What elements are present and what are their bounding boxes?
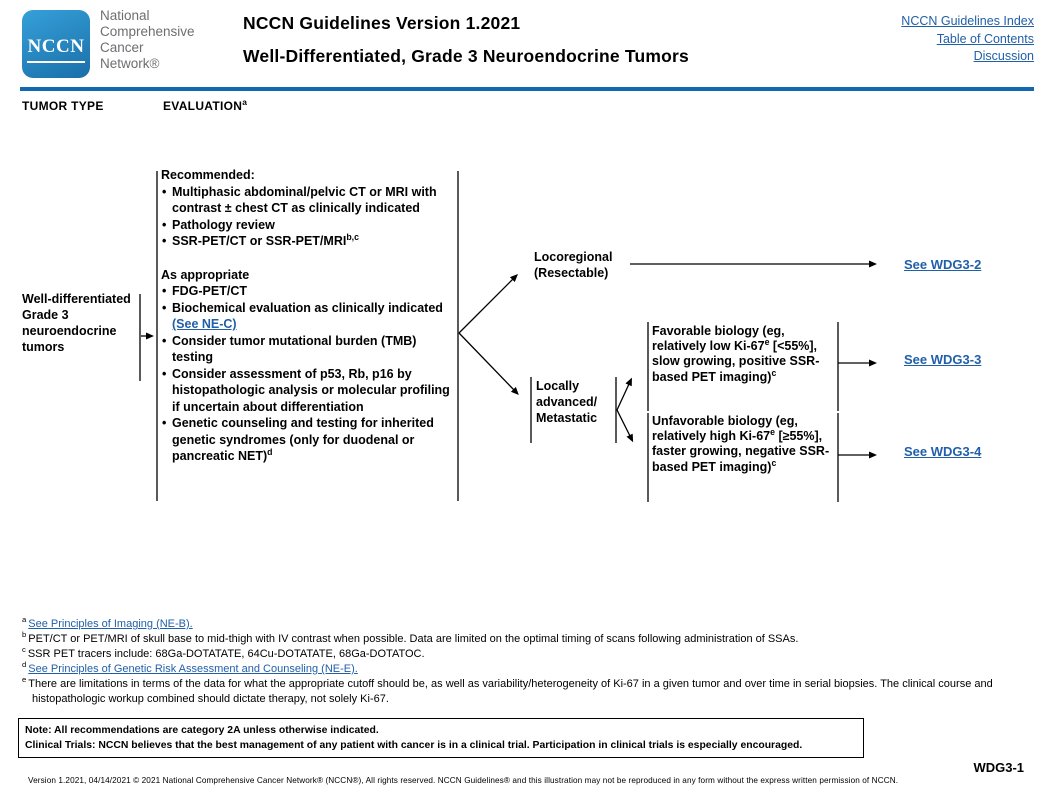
footnote-a-link[interactable]: See Principles of Imaging (NE-B).: [28, 618, 193, 630]
guidelines-version-title: NCCN Guidelines Version 1.2021: [243, 13, 521, 33]
footnote-marker: e: [22, 675, 27, 685]
nccn-logo-icon: NCCN: [22, 10, 90, 78]
footnote-b-text: PET/CT or PET/MRI of skull base to mid-t…: [28, 633, 799, 645]
org-name-line: Network®: [100, 56, 160, 71]
recommended-item: Pathology review: [161, 217, 455, 234]
favorable-text: [<55%], slow growing, positive SSR-based…: [652, 339, 820, 384]
as-appropriate-item: Biochemical evaluation as clinically ind…: [161, 300, 455, 333]
unfavorable-biology-node: Unfavorable biology (eg, relatively high…: [652, 414, 836, 475]
locoregional-line1: Locoregional: [534, 250, 613, 264]
evaluation-node: Recommended: Multiphasic abdominal/pelvi…: [161, 167, 455, 465]
spacer: [161, 250, 455, 267]
footnote-c-text: SSR PET tracers include: 68Ga-DOTATATE, …: [27, 648, 425, 660]
nav-link-discussion[interactable]: Discussion: [973, 49, 1034, 63]
copyright-text: Version 1.2021, 04/14/2021 © 2021 Nation…: [28, 776, 899, 785]
arrow-to-locoregional: [458, 274, 518, 334]
note-box: Note: All recommendations are category 2…: [18, 718, 864, 758]
org-name-line: Comprehensive: [100, 24, 195, 39]
see-ne-c-link[interactable]: (See NE-C): [172, 317, 237, 331]
note-line: Note: All recommendations are category 2…: [25, 725, 379, 736]
as-appropriate-item-text: Genetic counseling and testing for inher…: [172, 416, 434, 463]
footnote-marker: b: [22, 630, 27, 640]
recommended-item: Multiphasic abdominal/pelvic CT or MRI w…: [161, 184, 455, 217]
favorable-biology-node: Favorable biology (eg, relatively low Ki…: [652, 324, 836, 385]
as-appropriate-item: FDG-PET/CT: [161, 283, 455, 300]
footnote-marker: a: [22, 615, 27, 625]
nccn-logo-text: NCCN: [26, 36, 86, 63]
nav-link-table-of-contents[interactable]: Table of Contents: [936, 31, 1034, 46]
as-appropriate-item: Consider tumor mutational burden (TMB) t…: [161, 333, 455, 366]
column-header-evaluation-label: EVALUATION: [163, 99, 243, 113]
footnote-marker-e: e: [770, 427, 775, 438]
org-name-line: National: [100, 8, 150, 23]
footnote-marker-bc: b,c: [346, 231, 359, 242]
footnote-marker-d: d: [267, 446, 273, 457]
column-header-evaluation: EVALUATIONa: [163, 97, 248, 113]
recommended-item: SSR-PET/CT or SSR-PET/MRIb,c: [161, 231, 455, 250]
recommended-item-text: Pathology review: [172, 217, 275, 232]
arrow-to-favorable: [616, 377, 632, 411]
footnote-marker-e: e: [764, 337, 770, 348]
favorable-text: Favorable biology (eg, relatively low Ki…: [652, 324, 785, 354]
tumor-type-node: Well-differentiated Grade 3 neuroendocri…: [22, 292, 131, 354]
arrow-to-advanced: [458, 332, 519, 396]
recommended-item-text: Multiphasic abdominal/pelvic CT or MRI w…: [172, 184, 437, 216]
header-divider: [20, 87, 1034, 91]
recommended-heading: Recommended:: [161, 168, 255, 182]
unfavorable-text: [≥55%], faster growing, negative SSR-bas…: [652, 429, 830, 474]
unfavorable-text: Unfavorable biology (eg, relatively high…: [652, 414, 798, 444]
footnote-marker: d: [22, 660, 27, 670]
page-title: NCCN Guidelines Version 1.2021 Well-Diff…: [243, 13, 689, 67]
footnote-d-link[interactable]: See Principles of Genetic Risk Assessmen…: [28, 663, 358, 675]
as-appropriate-item-text: Biochemical evaluation as clinically ind…: [172, 300, 443, 315]
as-appropriate-item-text: Consider assessment of p53, Rb, p16 by h…: [172, 366, 450, 414]
guidelines-subject-title: Well-Differentiated, Grade 3 Neuroendocr…: [243, 46, 689, 66]
org-name-line: Cancer: [100, 40, 144, 55]
as-appropriate-item: Consider assessment of p53, Rb, p16 by h…: [161, 366, 455, 416]
footnote-e-text: There are limitations in terms of the da…: [28, 678, 993, 705]
footnote-marker-c: c: [771, 367, 777, 378]
clinical-trials-line: Clinical Trials: NCCN believes that the …: [25, 740, 803, 751]
see-wdg3-4-link[interactable]: See WDG3-4: [904, 444, 982, 459]
nav-link-guidelines-index[interactable]: NCCN Guidelines Index: [901, 14, 1034, 28]
page-code: WDG3-1: [973, 760, 1024, 775]
recommended-item-text: SSR-PET/CT or SSR-PET/MRI: [172, 234, 347, 248]
footnote-marker-a: a: [242, 97, 248, 107]
see-wdg3-3-link[interactable]: See WDG3-3: [904, 352, 982, 367]
locally-advanced-metastatic-node: Locally advanced/ Metastatic: [536, 379, 598, 425]
as-appropriate-heading: As appropriate: [161, 267, 250, 282]
arrow-to-unfavorable: [616, 409, 634, 443]
locoregional-line2: (Resectable): [534, 265, 609, 280]
as-appropriate-item-text: Consider tumor mutational burden (TMB) t…: [172, 333, 417, 365]
as-appropriate-item-text: FDG-PET/CT: [172, 284, 247, 298]
column-header-tumor-type: TUMOR TYPE: [22, 99, 104, 113]
locoregional-node: Locoregional (Resectable): [534, 250, 654, 281]
footnote-marker-c: c: [771, 457, 777, 468]
see-wdg3-2-link[interactable]: See WDG3-2: [904, 257, 982, 272]
as-appropriate-item: Genetic counseling and testing for inher…: [161, 415, 455, 465]
footnote-marker: c: [22, 645, 26, 655]
org-name: National Comprehensive Cancer Network®: [100, 8, 195, 72]
header-nav: NCCN Guidelines Index Table of Contents …: [804, 13, 1034, 66]
